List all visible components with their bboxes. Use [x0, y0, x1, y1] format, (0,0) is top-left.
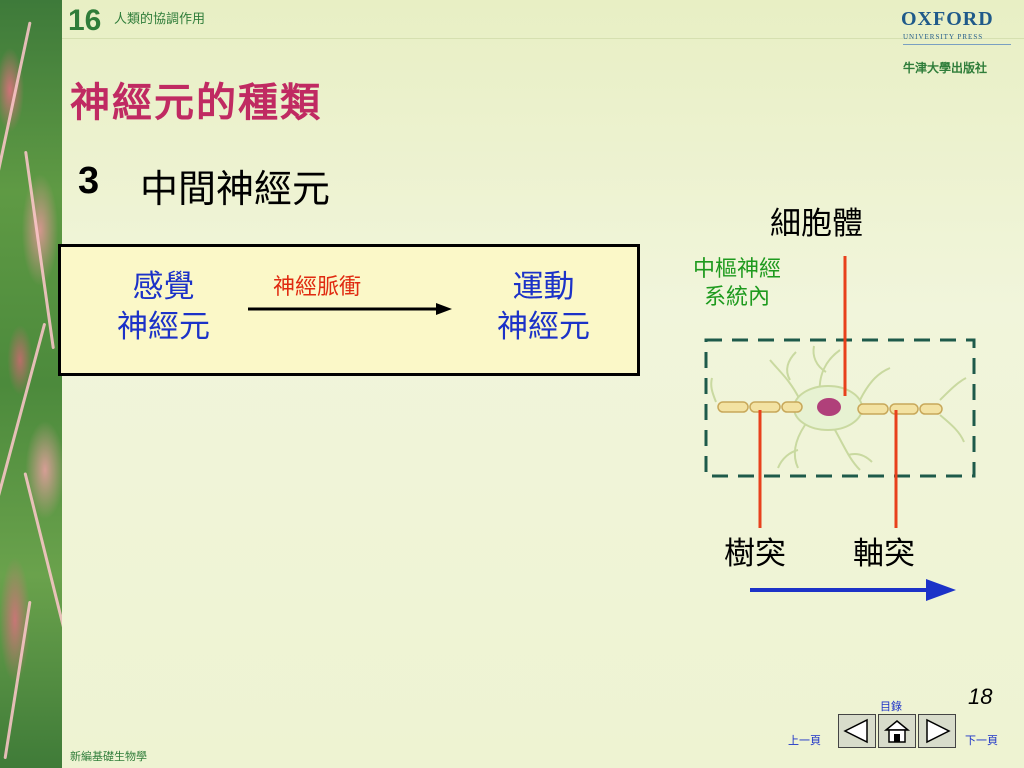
triangle-left-icon: [843, 718, 868, 744]
dendrite-label: 樹突: [724, 536, 786, 572]
publisher-divider: [903, 44, 1011, 45]
sensory-label-line1: 感覺: [132, 269, 195, 305]
motor-neuron-label: 運動 神經元: [476, 267, 611, 347]
dendrites: [710, 345, 967, 471]
nucleus: [817, 398, 841, 416]
impulse-arrow-head: [436, 303, 452, 315]
prev-button[interactable]: [838, 714, 876, 748]
decorative-nerve-strip: [0, 0, 62, 768]
toc-link[interactable]: 目錄: [880, 700, 902, 713]
motor-label-line1: 運動: [512, 269, 575, 305]
publisher-name: 牛津大學出版社: [903, 61, 988, 75]
axon-label: 軸突: [853, 536, 915, 572]
home-button[interactable]: [878, 714, 916, 748]
book-name: 新編基礎生物學: [70, 750, 147, 763]
chapter-title: 人類的協調作用: [114, 12, 206, 27]
myelin-left: [717, 401, 803, 413]
page-title: 神經元的種類: [70, 79, 322, 126]
direction-arrow-head: [926, 579, 956, 601]
sensory-label-line2: 神經元: [117, 309, 210, 345]
sensory-neuron-label: 感覺 神經元: [96, 267, 231, 347]
subheading-number: 3: [78, 160, 100, 202]
chapter-number: 16: [68, 4, 102, 37]
triangle-right-icon: [926, 718, 951, 744]
home-icon: [883, 720, 911, 743]
page-number: 18: [968, 684, 993, 709]
cell-body-label: 細胞體: [770, 206, 863, 242]
cns-label-line2: 系統內: [703, 285, 770, 310]
subheading-text: 中間神經元: [140, 167, 331, 211]
motor-label-line2: 神經元: [497, 309, 590, 345]
cns-label-line1: 中樞神經: [692, 257, 781, 282]
myelin-right: [857, 403, 943, 415]
publisher-subtitle: UNIVERSITY PRESS: [903, 33, 984, 41]
next-button[interactable]: [918, 714, 956, 748]
publisher-logo: OXFORD: [901, 8, 994, 30]
impulse-flow-box: 感覺 神經元 神經脈衝 運動 神經元: [58, 244, 640, 376]
neuron-diagram: [704, 256, 976, 601]
next-link[interactable]: 下一頁: [965, 734, 998, 747]
cns-label: 中樞神經 系統內: [666, 256, 808, 312]
cns-dashed-box: [704, 338, 976, 478]
nav-buttons: [838, 714, 958, 750]
impulse-label: 神經脈衝: [273, 275, 362, 300]
impulse-arrow: [248, 303, 452, 315]
prev-link[interactable]: 上一頁: [788, 734, 821, 747]
header-divider: [62, 38, 1024, 39]
